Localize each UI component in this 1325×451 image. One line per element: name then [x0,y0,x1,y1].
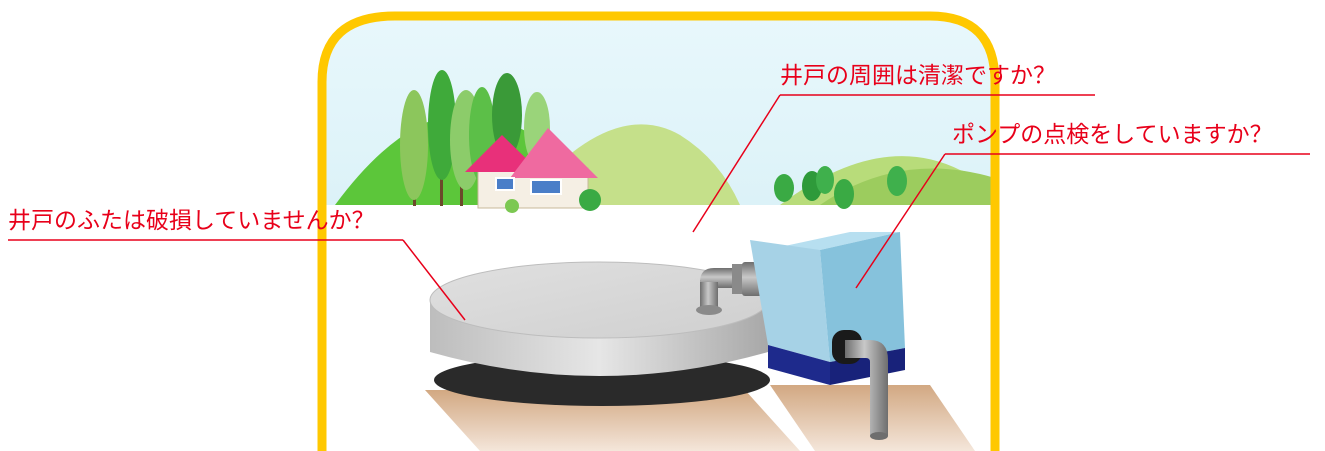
callout-surroundings-text: 井戸の周囲は清潔ですか？ [780,63,1056,89]
pump-pipe-elbow [696,262,776,315]
ground-patch-lid [425,390,800,451]
callout-surroundings: 井戸の周囲は清潔ですか？ [692,63,1095,233]
hill-right-front [820,168,995,205]
callout-pump-text: ポンプの点検をしていますか？ [952,122,1273,148]
well-lid [429,261,770,406]
scene-background [322,16,995,451]
callout-lid-text: 井戸のふたは破損していませんか？ [8,208,375,234]
house [465,128,601,213]
pump-outlet-pipe [845,340,888,440]
trees [400,70,550,206]
callout-pump: ポンプの点検をしていますか？ [855,122,1310,289]
bushes [774,166,907,209]
callout-lid: 井戸のふたは破損していませんか？ [8,208,466,321]
pump [750,232,905,385]
frame [317,11,1000,451]
